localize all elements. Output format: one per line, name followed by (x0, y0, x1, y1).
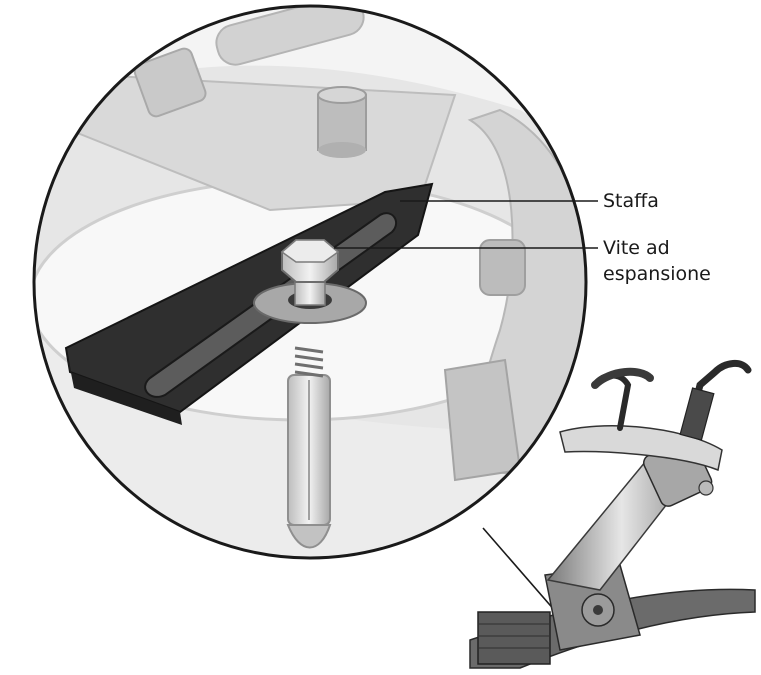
lens-outline (32, 4, 588, 560)
label-staffa: Staffa (603, 188, 659, 214)
ghosted-background-parts (34, 6, 586, 558)
label-vite-line1: Vite ad (603, 237, 670, 259)
label-vite-line2: espansione (603, 263, 711, 285)
label-vite-ad-espansione: Vite ad espansione (603, 235, 753, 287)
label-staffa-text: Staffa (603, 190, 659, 212)
expansion-anchor (286, 346, 332, 549)
expansion-bolt (253, 239, 367, 324)
dental-chair-unit (469, 360, 756, 669)
detail-lens (32, 4, 588, 560)
detail-pointer-line (482, 527, 557, 613)
